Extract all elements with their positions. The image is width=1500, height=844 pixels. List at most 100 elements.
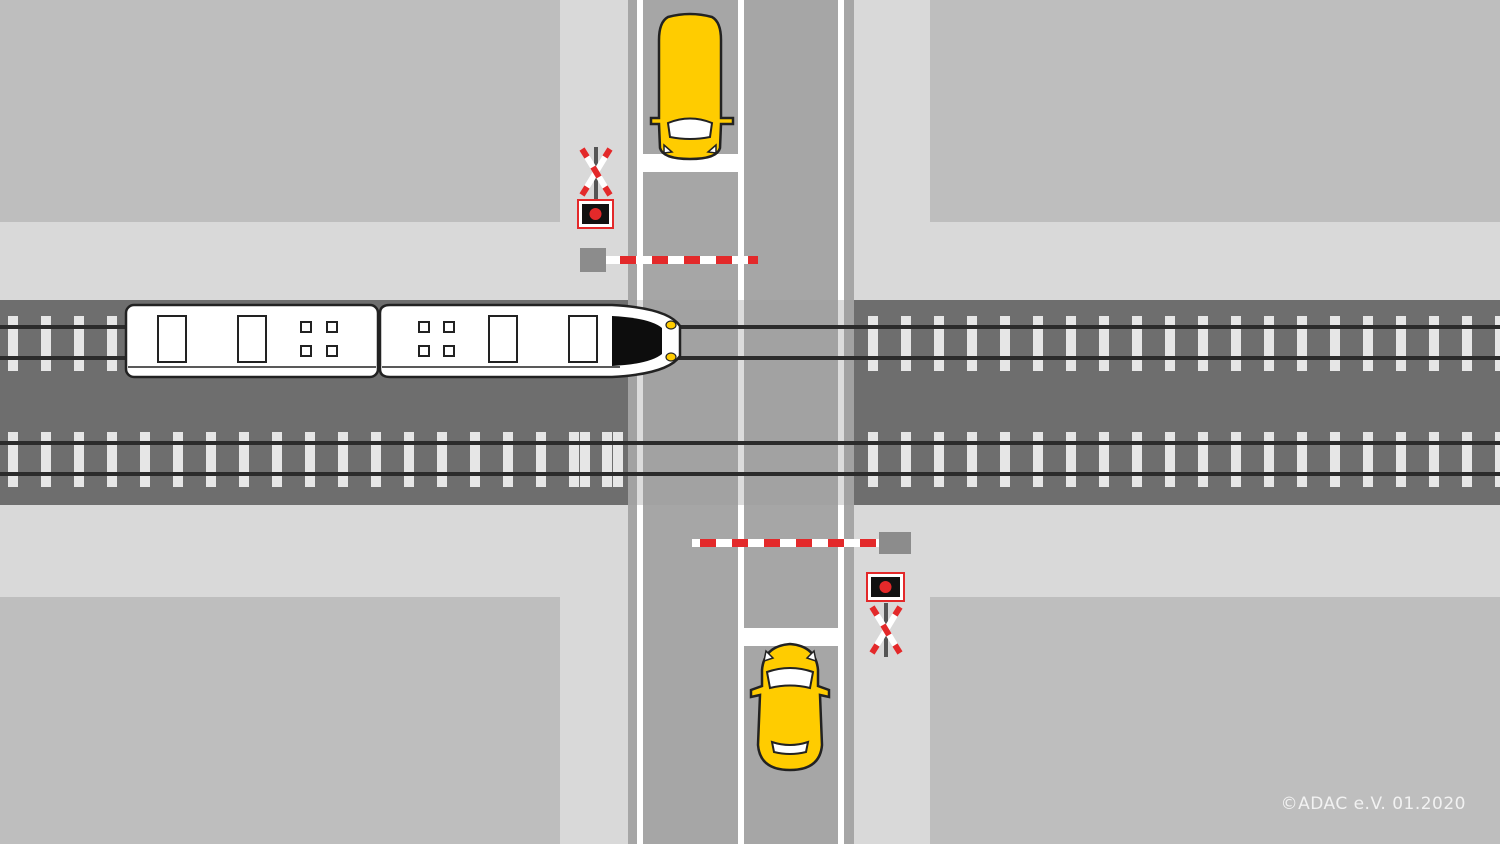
sleeper bbox=[569, 432, 579, 487]
sleeper bbox=[1000, 316, 1010, 371]
barrier-stripe bbox=[684, 256, 700, 264]
sleeper bbox=[1165, 432, 1175, 487]
sleeper bbox=[1264, 432, 1274, 487]
red-light-icon bbox=[879, 581, 892, 593]
sleeper bbox=[305, 432, 315, 487]
barrier-arm-south bbox=[700, 539, 876, 547]
sleeper bbox=[967, 432, 977, 487]
block-bottom-right bbox=[930, 597, 1500, 844]
sleeper bbox=[1033, 432, 1043, 487]
sleeper bbox=[107, 316, 117, 371]
sleeper bbox=[1429, 316, 1439, 371]
sleeper bbox=[8, 316, 18, 371]
train bbox=[124, 303, 682, 379]
sleeper bbox=[140, 432, 150, 487]
sleeper bbox=[1396, 432, 1406, 487]
sleeper bbox=[1231, 432, 1241, 487]
sleeper bbox=[272, 432, 282, 487]
sleeper bbox=[206, 432, 216, 487]
block-top-left bbox=[0, 0, 560, 222]
sleeper bbox=[1363, 432, 1373, 487]
sleeper bbox=[602, 432, 612, 487]
sleeper bbox=[1066, 316, 1076, 371]
sleeper bbox=[934, 316, 944, 371]
sleeper bbox=[437, 432, 447, 487]
sleeper bbox=[1264, 316, 1274, 371]
sleeper bbox=[580, 432, 590, 487]
barrier-north bbox=[580, 248, 758, 272]
sleeper bbox=[868, 432, 878, 487]
sleeper bbox=[1165, 316, 1175, 371]
sleeper bbox=[1033, 316, 1043, 371]
sleeper bbox=[1132, 316, 1142, 371]
railway-rails bbox=[0, 325, 1500, 476]
sleeper bbox=[967, 316, 977, 371]
barrier-stripe bbox=[764, 539, 780, 547]
block-bottom-left bbox=[0, 597, 560, 844]
sleeper bbox=[1495, 432, 1500, 487]
sleeper bbox=[1099, 316, 1109, 371]
sleeper bbox=[901, 316, 911, 371]
sleeper bbox=[1297, 432, 1307, 487]
barrier-arm-north bbox=[620, 256, 758, 264]
signal-light-north bbox=[577, 199, 614, 229]
sleeper bbox=[41, 432, 51, 487]
sleeper bbox=[503, 432, 513, 487]
sleeper bbox=[1297, 316, 1307, 371]
barrier-stripe bbox=[796, 539, 812, 547]
sleeper bbox=[1000, 432, 1010, 487]
sleeper bbox=[934, 432, 944, 487]
barrier-stripe bbox=[732, 539, 748, 547]
andreas-cross-north bbox=[579, 147, 613, 201]
barrier-post-north bbox=[580, 248, 606, 272]
sleeper bbox=[1231, 316, 1241, 371]
sleeper bbox=[901, 432, 911, 487]
signal-light-south bbox=[866, 572, 905, 602]
barrier-stripe bbox=[620, 256, 636, 264]
barrier-stripe bbox=[700, 539, 716, 547]
sleeper bbox=[1363, 316, 1373, 371]
sleeper bbox=[74, 316, 84, 371]
sleeper bbox=[1132, 432, 1142, 487]
sleeper bbox=[868, 316, 878, 371]
barrier-south bbox=[692, 532, 911, 554]
red-light-icon bbox=[589, 208, 602, 220]
sleeper bbox=[1396, 316, 1406, 371]
barrier-post-south bbox=[879, 532, 911, 554]
sleeper bbox=[1462, 316, 1472, 371]
yellow-car bbox=[749, 642, 831, 772]
sleeper bbox=[613, 432, 623, 487]
barrier-stripe bbox=[860, 539, 876, 547]
sleeper bbox=[107, 432, 117, 487]
sleeper bbox=[173, 432, 183, 487]
sleeper bbox=[41, 316, 51, 371]
sleeper bbox=[1099, 432, 1109, 487]
sleeper bbox=[1495, 316, 1500, 371]
sleeper bbox=[404, 432, 414, 487]
sleeper bbox=[1429, 432, 1439, 487]
sleeper bbox=[1330, 316, 1340, 371]
barrier-stripe bbox=[748, 256, 758, 264]
barrier-stripe bbox=[716, 256, 732, 264]
sleeper bbox=[1330, 432, 1340, 487]
barrier-stripe bbox=[652, 256, 668, 264]
train-windshield bbox=[612, 316, 662, 366]
sleeper bbox=[470, 432, 480, 487]
sleeper bbox=[74, 432, 84, 487]
sleeper bbox=[338, 432, 348, 487]
stop-line-north bbox=[643, 154, 738, 172]
yellow-van bbox=[649, 12, 735, 161]
copyright-label: ©ADAC e.V. 01.2020 bbox=[1280, 794, 1466, 814]
sleeper bbox=[1066, 432, 1076, 487]
barrier-stripe bbox=[828, 539, 844, 547]
sleeper bbox=[1198, 316, 1208, 371]
sleeper bbox=[371, 432, 381, 487]
train-car-rear bbox=[124, 303, 380, 379]
andreas-cross-south bbox=[869, 603, 903, 657]
sleeper bbox=[8, 432, 18, 487]
track-bed-right bbox=[854, 300, 1500, 505]
block-top-right bbox=[930, 0, 1500, 222]
stop-line-south bbox=[744, 628, 838, 646]
sleeper bbox=[239, 432, 249, 487]
